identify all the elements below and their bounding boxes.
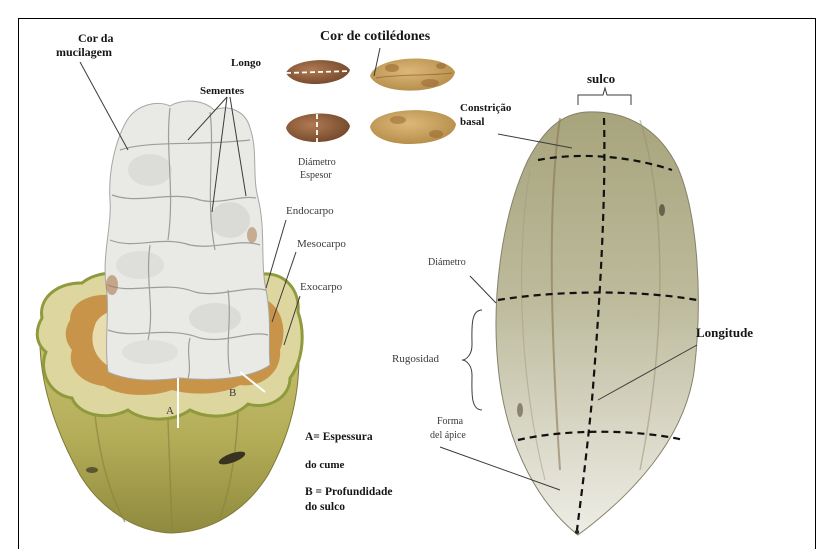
cotyledon-beans-photo <box>286 59 456 150</box>
pod-apex-tip <box>575 530 579 534</box>
longitude-label: Longitude <box>696 325 753 340</box>
cotyledon-blotch <box>421 79 439 87</box>
apex-shape-label: Forma <box>437 416 464 427</box>
seed-shade <box>128 154 172 186</box>
left-pod-cross-section <box>37 101 302 533</box>
furrow-label: sulco <box>587 71 615 86</box>
pod-diameter-label: Diámetro <box>428 257 466 268</box>
cotyledon-blotch <box>436 63 446 69</box>
length-label: Longo <box>231 57 261 69</box>
bean-cut-bottom <box>370 110 456 144</box>
seed-shade <box>122 340 178 364</box>
right-cacao-pod <box>496 112 698 535</box>
mucilage-label: Cor da <box>78 31 113 45</box>
seed-shade <box>210 202 250 238</box>
apex-shape-label: del ápice <box>430 430 466 441</box>
basal-constriction-label: basal <box>460 116 484 128</box>
endocarp-label: Endocarpo <box>286 205 334 217</box>
seed-shade <box>189 303 241 333</box>
cotyledon-blotch <box>429 130 443 138</box>
legend-b-line: do sulco <box>305 501 345 513</box>
mucilage-label: mucilagem <box>56 45 112 59</box>
furrow-bracket <box>578 88 631 105</box>
seed-stain <box>247 227 257 243</box>
pod-dark-spot <box>517 403 523 417</box>
basal-constriction-label: Constrição <box>460 102 512 114</box>
roughness-label: Rugosidad <box>392 353 440 365</box>
legend-a-line: do cume <box>305 459 345 471</box>
marker-b-label: B <box>229 387 236 399</box>
shell-dark-spot <box>86 467 98 473</box>
bean-whole-bottom <box>286 113 350 142</box>
pod-dark-spot <box>659 204 665 216</box>
mucilage-pointer <box>80 62 128 150</box>
exocarp-label: Exocarpo <box>300 281 343 293</box>
legend-b-line: B = Profundidade <box>305 486 393 498</box>
legend-a-line: A= Espessura <box>305 431 373 443</box>
marker-a-label: A <box>166 405 174 417</box>
roughness-brace <box>462 310 482 410</box>
mesocarp-label: Mesocarpo <box>297 238 346 250</box>
seed-shade <box>116 251 164 279</box>
cotyledon-blotch <box>385 64 399 72</box>
bean-diameter-label: Diámetro <box>298 157 336 168</box>
seed-stain <box>106 275 118 295</box>
cotyledon-color-title: Cor de cotilédones <box>320 29 431 44</box>
cotyledon-blotch <box>390 116 406 124</box>
pod-diameter-pointer <box>470 276 496 303</box>
seeds-label: Sementes <box>200 85 245 97</box>
bean-thickness-label: Espesor <box>300 170 332 181</box>
